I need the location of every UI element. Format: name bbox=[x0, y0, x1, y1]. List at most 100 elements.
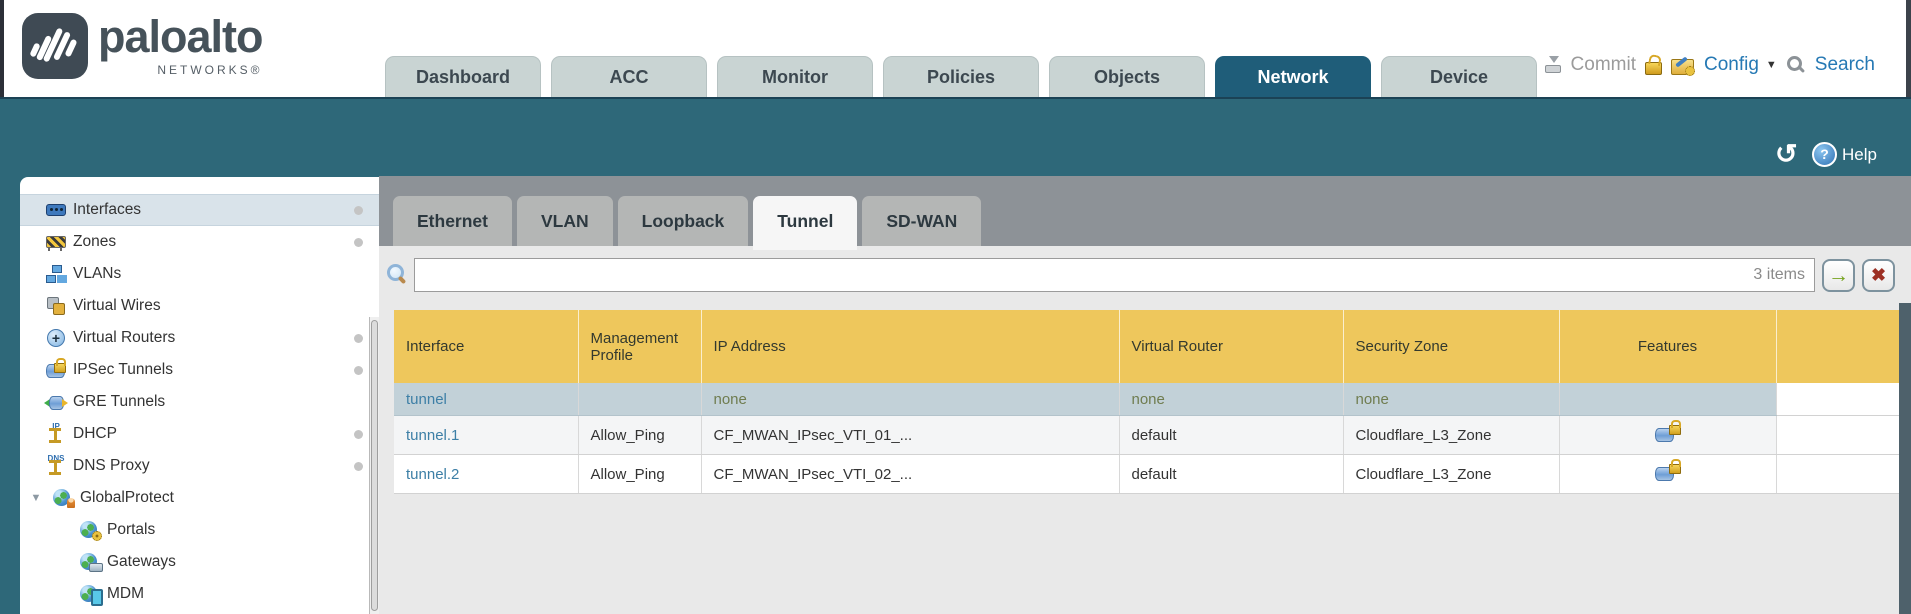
cell-value: default bbox=[1131, 426, 1177, 444]
cell-filler bbox=[1776, 454, 1899, 494]
cell-ip_address: CF_MWAN_IPsec_VTI_01_... bbox=[701, 415, 1120, 455]
apply-filter-arrow-icon: → bbox=[1828, 263, 1849, 287]
cell-interface[interactable]: tunnel.1 bbox=[394, 415, 579, 455]
sidebar-item-ipsec-tunnels[interactable]: IPSec Tunnels bbox=[20, 354, 379, 386]
sidebar-item-gateways[interactable]: Gateways bbox=[20, 546, 379, 578]
subtab-ethernet[interactable]: Ethernet bbox=[393, 196, 512, 246]
sidebar-item-label: Virtual Routers bbox=[73, 329, 176, 346]
cell-security_zone: none bbox=[1343, 383, 1560, 416]
commit-button[interactable]: Commit bbox=[1570, 54, 1636, 75]
dropdown-caret-icon[interactable]: ▼ bbox=[1765, 59, 1777, 71]
tab-device[interactable]: Device bbox=[1381, 56, 1537, 97]
clear-filter-button[interactable]: ✖ bbox=[1862, 258, 1895, 292]
column-header-ip-address[interactable]: IP Address bbox=[701, 310, 1120, 383]
sidebar-item-label: Portals bbox=[107, 521, 156, 538]
tab-network[interactable]: Network bbox=[1215, 56, 1371, 97]
lock-icon[interactable] bbox=[1644, 62, 1662, 75]
table-row[interactable]: tunnel.1 Allow_Ping CF_MWAN_IPsec_VTI_01_.… bbox=[394, 415, 1899, 455]
sidebar-item-dhcp[interactable]: DHCP bbox=[20, 418, 379, 450]
cell-security_zone: Cloudflare_L3_Zone bbox=[1343, 454, 1560, 494]
sidebar-item-label: Interfaces bbox=[73, 201, 142, 218]
cell-value: CF_MWAN_IPsec_VTI_01_... bbox=[713, 426, 913, 444]
sidebar-item-zones[interactable]: Zones bbox=[20, 226, 379, 258]
subtab-sd-wan[interactable]: SD-WAN bbox=[862, 196, 982, 246]
tab-monitor[interactable]: Monitor bbox=[717, 56, 873, 97]
magnifier-icon bbox=[385, 264, 407, 286]
cell-interface[interactable]: tunnel.2 bbox=[394, 454, 579, 494]
column-header-interface[interactable]: Interface bbox=[394, 310, 579, 383]
cell-management_profile: Allow_Ping bbox=[578, 415, 702, 455]
table-vertical-scrollbar[interactable] bbox=[1899, 303, 1911, 614]
sidebar-item-virtual-routers[interactable]: Virtual Routers bbox=[20, 322, 379, 354]
column-header-security-zone[interactable]: Security Zone bbox=[1343, 310, 1560, 383]
tunnel-lock-icon[interactable] bbox=[1654, 459, 1681, 482]
sidebar-item-mdm[interactable]: MDM bbox=[20, 578, 379, 610]
search-button[interactable]: Search bbox=[1814, 54, 1875, 75]
paloalto-logo-icon bbox=[22, 13, 88, 79]
sidebar-item-vlans[interactable]: VLANs bbox=[20, 258, 379, 290]
interface-link[interactable]: tunnel.2 bbox=[406, 465, 460, 483]
interface-link[interactable]: tunnel bbox=[406, 390, 447, 408]
refresh-icon[interactable]: ↻ bbox=[1775, 139, 1799, 169]
cell-interface[interactable]: tunnel bbox=[394, 383, 579, 416]
cell-value: Cloudflare_L3_Zone bbox=[1355, 465, 1492, 483]
cell-value: default bbox=[1131, 465, 1177, 483]
items-count: 3 items bbox=[1753, 266, 1805, 283]
cell-features bbox=[1559, 454, 1777, 494]
interfaces-icon bbox=[46, 201, 66, 219]
commit-icon bbox=[1544, 56, 1562, 74]
cell-management_profile: Allow_Ping bbox=[578, 454, 702, 494]
sidebar-item-globalprotect[interactable]: ▼GlobalProtect bbox=[20, 482, 379, 514]
table-row[interactable]: tunnel.2 Allow_Ping CF_MWAN_IPsec_VTI_02_.… bbox=[394, 454, 1899, 494]
right-window-edge bbox=[1906, 0, 1911, 97]
sidebar-item-dns-proxy[interactable]: DNS Proxy bbox=[20, 450, 379, 482]
globalprotect-icon bbox=[53, 489, 75, 508]
status-dot bbox=[354, 237, 363, 247]
logo-networks-text: NETWORKS® bbox=[157, 63, 263, 77]
help-icon: ? bbox=[1812, 142, 1838, 167]
sidebar-item-interfaces[interactable]: Interfaces bbox=[20, 194, 379, 226]
left-window-edge bbox=[0, 0, 4, 97]
interface-link[interactable]: tunnel.1 bbox=[406, 426, 460, 444]
sidebar-scrollbar[interactable] bbox=[369, 317, 379, 614]
virtual-routers-icon bbox=[46, 329, 66, 347]
sidebar-item-label: MDM bbox=[107, 585, 145, 602]
tunnel-lock-icon[interactable] bbox=[1654, 420, 1681, 443]
cell-filler bbox=[1776, 415, 1899, 455]
sidebar-item-portals[interactable]: Portals bbox=[20, 514, 379, 546]
sidebar-item-virtual-wires[interactable]: Virtual Wires bbox=[20, 290, 379, 322]
subtab-vlan[interactable]: VLAN bbox=[516, 196, 613, 246]
sidebar-item-label: Zones bbox=[73, 233, 117, 250]
column-header-virtual-router[interactable]: Virtual Router bbox=[1119, 310, 1344, 383]
sidebar-item-label: GRE Tunnels bbox=[73, 393, 166, 410]
tab-dashboard[interactable]: Dashboard bbox=[385, 56, 541, 97]
expander-triangle-icon[interactable]: ▼ bbox=[30, 492, 42, 504]
help-link[interactable]: ? Help bbox=[1812, 142, 1877, 167]
config-button[interactable]: Config bbox=[1703, 54, 1759, 75]
sidebar-item-label: DHCP bbox=[73, 425, 117, 442]
sidebar-item-label: Virtual Wires bbox=[73, 297, 161, 314]
column-header-features[interactable]: Features bbox=[1559, 310, 1777, 383]
subtab-loopback[interactable]: Loopback bbox=[617, 196, 749, 246]
apply-filter-button[interactable]: → bbox=[1822, 258, 1855, 292]
portals-icon bbox=[80, 521, 102, 541]
filter-input[interactable] bbox=[414, 258, 1815, 292]
cell-ip_address: CF_MWAN_IPsec_VTI_02_... bbox=[701, 454, 1120, 494]
config-folder-icon bbox=[1670, 56, 1695, 76]
tab-objects[interactable]: Objects bbox=[1049, 56, 1205, 97]
tab-acc[interactable]: ACC bbox=[551, 56, 707, 97]
cell-value: Allow_Ping bbox=[590, 465, 665, 483]
cell-value: none bbox=[713, 390, 747, 408]
subtab-tunnel[interactable]: Tunnel bbox=[753, 196, 858, 250]
sidebar-item-gre-tunnels[interactable]: GRE Tunnels bbox=[20, 386, 379, 418]
column-header-management-profile[interactable]: Management Profile bbox=[578, 310, 702, 383]
tab-policies[interactable]: Policies bbox=[883, 56, 1039, 97]
